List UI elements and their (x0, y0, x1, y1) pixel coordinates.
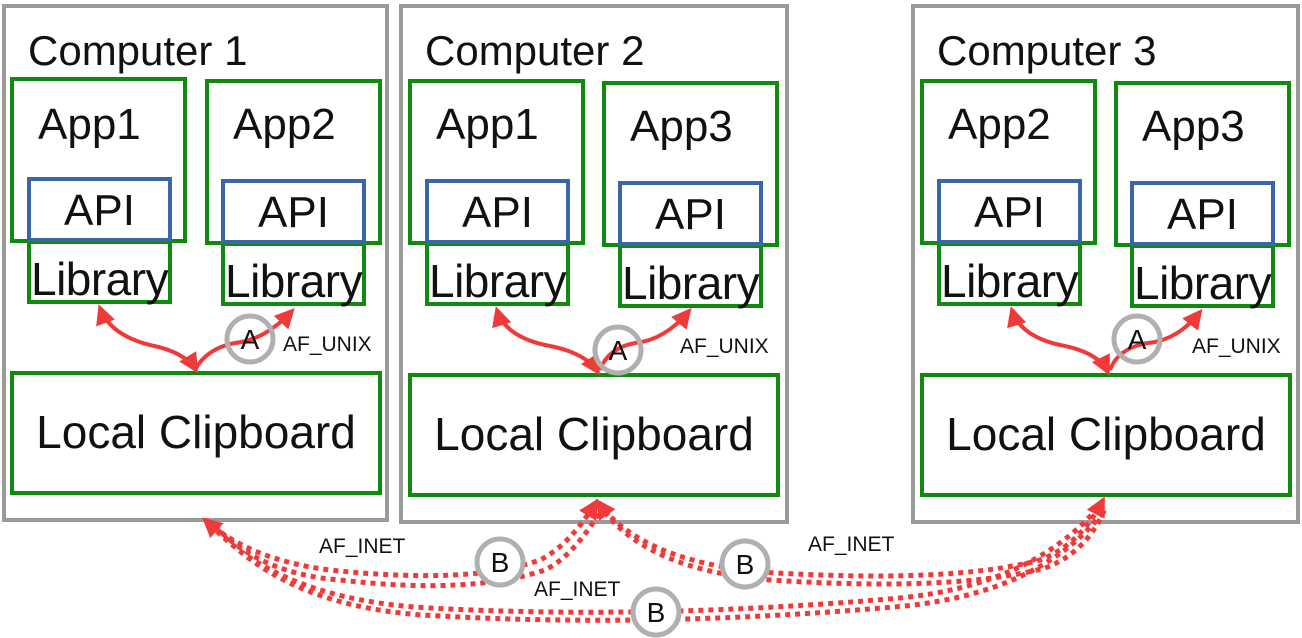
local-link-arrow (194, 308, 295, 370)
local-clipboard-box: Local Clipboard (408, 373, 780, 497)
network-link-arrow (603, 505, 1109, 587)
library-label: Library (225, 255, 363, 307)
api-label: API (1167, 190, 1238, 239)
marker-a-label: A (1128, 324, 1147, 355)
library-box: Library (425, 242, 570, 306)
marker-b-label: B (736, 549, 755, 580)
local-link-arrow (1007, 306, 1110, 376)
marker-b: B (474, 536, 526, 588)
api-box: API (27, 177, 172, 242)
api-label: API (974, 188, 1045, 237)
marker-b-label: B (491, 547, 510, 578)
marker-a-label: A (241, 324, 260, 355)
network-link-arrow (208, 508, 1098, 615)
local-clipboard-box: Local Clipboard (920, 373, 1292, 497)
af-inet-label: AF_INET (319, 535, 406, 558)
app-box-app1: App1 (10, 77, 187, 243)
computer-title: Computer 3 (937, 27, 1157, 74)
app-label: App3 (630, 102, 733, 151)
api-label: API (64, 186, 135, 235)
api-label: API (462, 188, 533, 237)
marker-b: B (630, 586, 682, 638)
computer-title: Computer 1 (28, 27, 248, 74)
library-label: Library (622, 257, 760, 309)
af-unix-label: AF_UNIX (680, 335, 769, 358)
app-label: App2 (948, 100, 1051, 149)
af-inet-label: AF_INET (534, 578, 621, 601)
local-link-arrow (96, 304, 199, 374)
local-clipboard-label: Local Clipboard (434, 408, 754, 460)
network-link-arrow (202, 498, 599, 579)
api-label: API (655, 190, 726, 239)
af-inet-label: AF_INET (808, 533, 895, 556)
local-clipboard-box: Local Clipboard (10, 371, 382, 495)
library-box: Library (1130, 244, 1275, 308)
marker-b-label: B (647, 597, 666, 628)
library-label: Library (429, 255, 567, 307)
library-box: Library (937, 242, 1082, 306)
local-clipboard-label: Local Clipboard (36, 406, 356, 458)
local-clipboard-label: Local Clipboard (946, 408, 1266, 460)
local-link-arrow (492, 306, 601, 376)
local-link-arrow (598, 307, 692, 371)
api-box: API (937, 179, 1082, 244)
network-link-arrow (595, 496, 1106, 579)
af-unix-label: AF_UNIX (283, 333, 372, 356)
local-link-arrow (1108, 308, 1203, 371)
library-label: Library (941, 255, 1079, 307)
marker-b: B (719, 538, 771, 590)
library-box: Library (221, 242, 366, 306)
api-label: API (258, 188, 329, 237)
marker-a: A (224, 313, 276, 365)
app-label: App2 (233, 100, 336, 149)
api-box: API (221, 179, 366, 244)
api-box: API (618, 181, 763, 246)
api-box: API (425, 179, 570, 244)
api-box: API (1130, 181, 1275, 246)
af-unix-label: AF_UNIX (1192, 335, 1281, 358)
computer-title: Computer 2 (425, 27, 645, 74)
library-label: Library (31, 253, 169, 305)
app-label: App3 (1142, 102, 1245, 151)
marker-a: A (1111, 313, 1163, 365)
network-link-arrow (213, 506, 605, 589)
library-label: Library (1134, 257, 1272, 309)
marker-a: A (592, 324, 644, 376)
app-label: App1 (38, 100, 141, 149)
app-label: App1 (436, 100, 539, 149)
library-box: Library (618, 244, 763, 308)
marker-a-label: A (609, 335, 628, 366)
library-box: Library (27, 240, 172, 304)
